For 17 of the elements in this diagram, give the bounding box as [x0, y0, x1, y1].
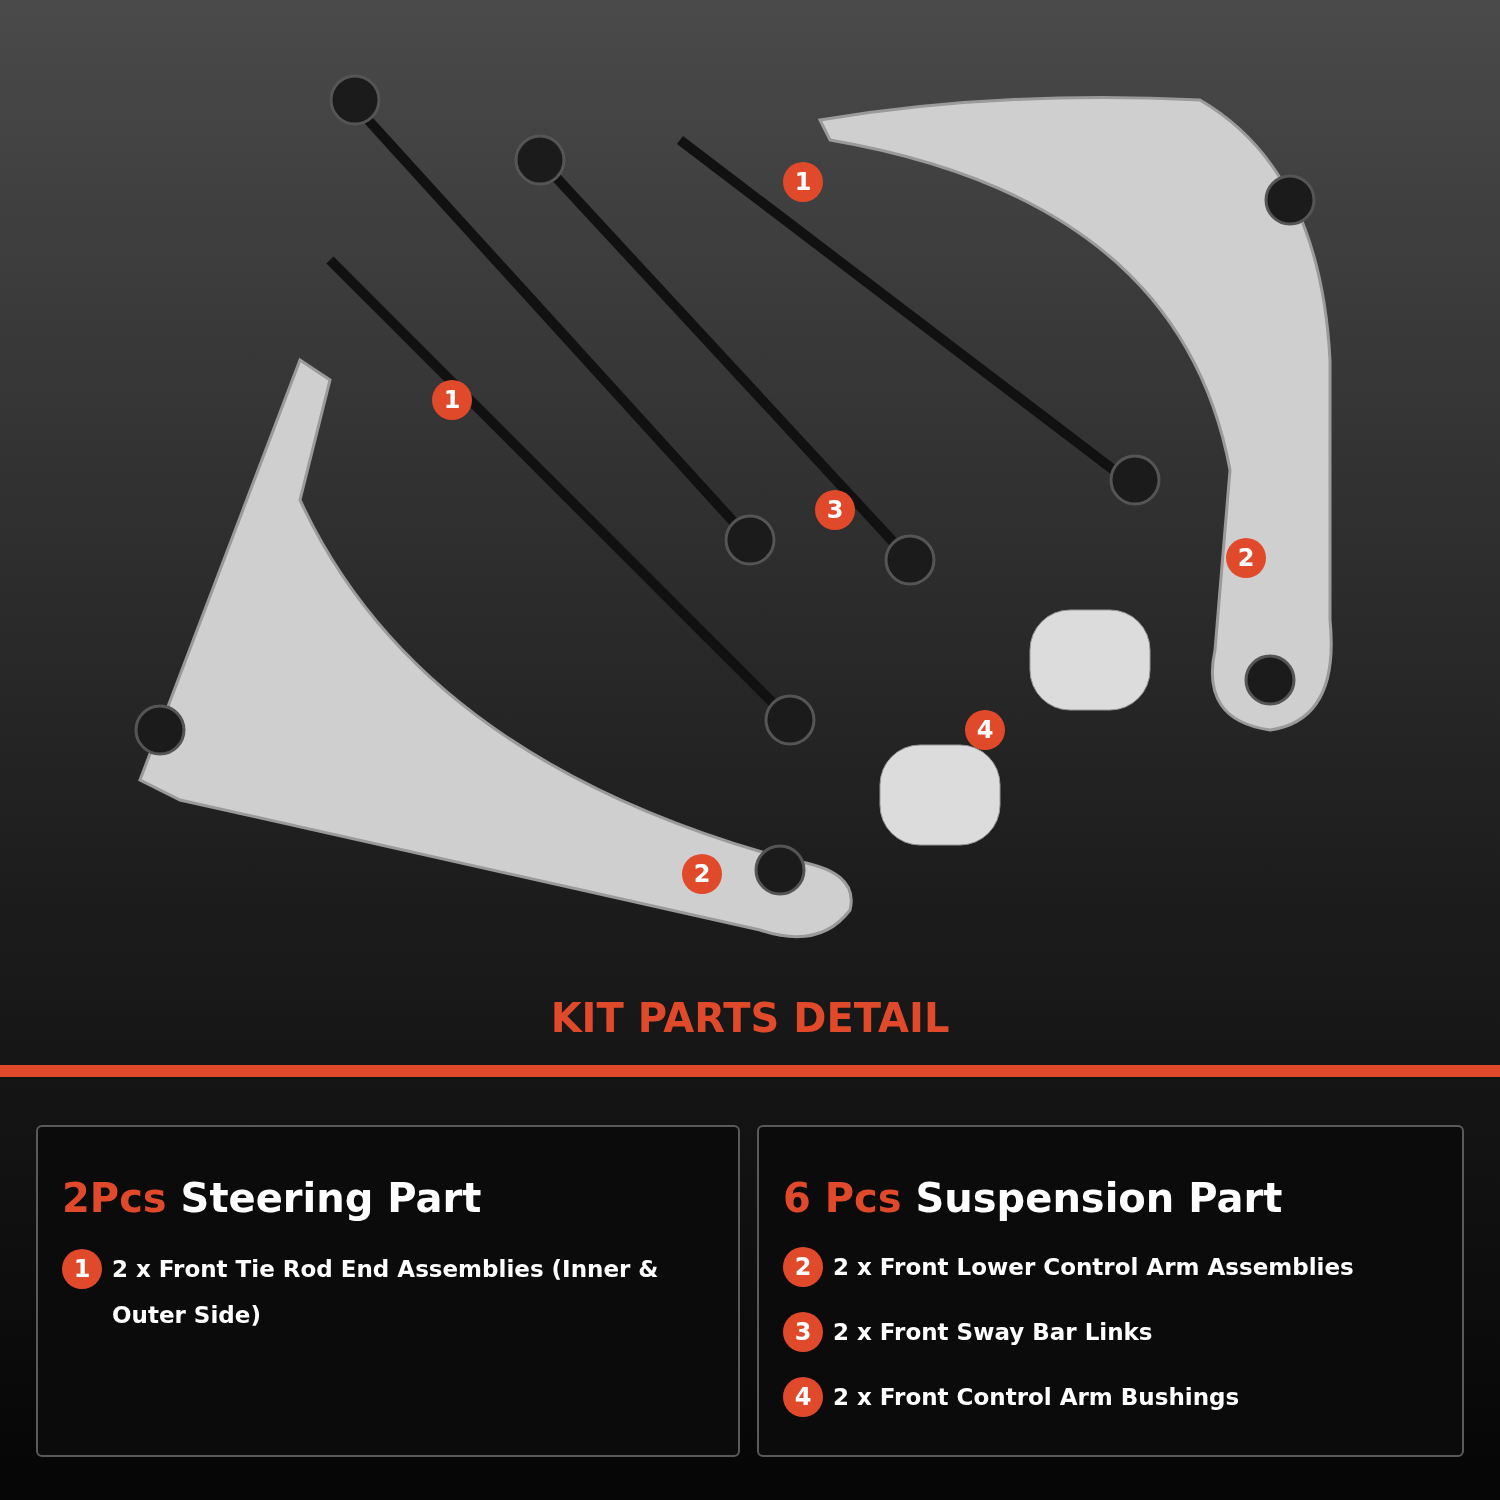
callout-number: 1 [432, 380, 472, 420]
item-description: 2 x Front Lower Control Arm Assemblies [833, 1253, 1355, 1282]
callout-number: 3 [815, 490, 855, 530]
panel-heading: 6 Pcs Suspension Part [783, 1175, 1283, 1221]
panel-heading: 2Pcs Steering Part [62, 1175, 482, 1221]
callout-number: 2 [783, 1247, 823, 1287]
info-panel [757, 1125, 1464, 1457]
info-panel [36, 1125, 740, 1457]
callout-number: 4 [783, 1377, 823, 1417]
callout-number: 1 [62, 1249, 102, 1289]
item-description: 2 x Front Sway Bar Links [833, 1318, 1154, 1347]
item-description: 2 x Front Tie Rod End Assemblies (Inner & Outer Side) [112, 1255, 660, 1330]
item-description: 2 x Front Control Arm Bushings [833, 1383, 1241, 1412]
callout-number: 4 [965, 710, 1005, 750]
section-heading: KIT PARTS DETAIL [549, 995, 951, 1041]
callout-number: 3 [783, 1312, 823, 1352]
callout-number: 1 [783, 162, 823, 202]
